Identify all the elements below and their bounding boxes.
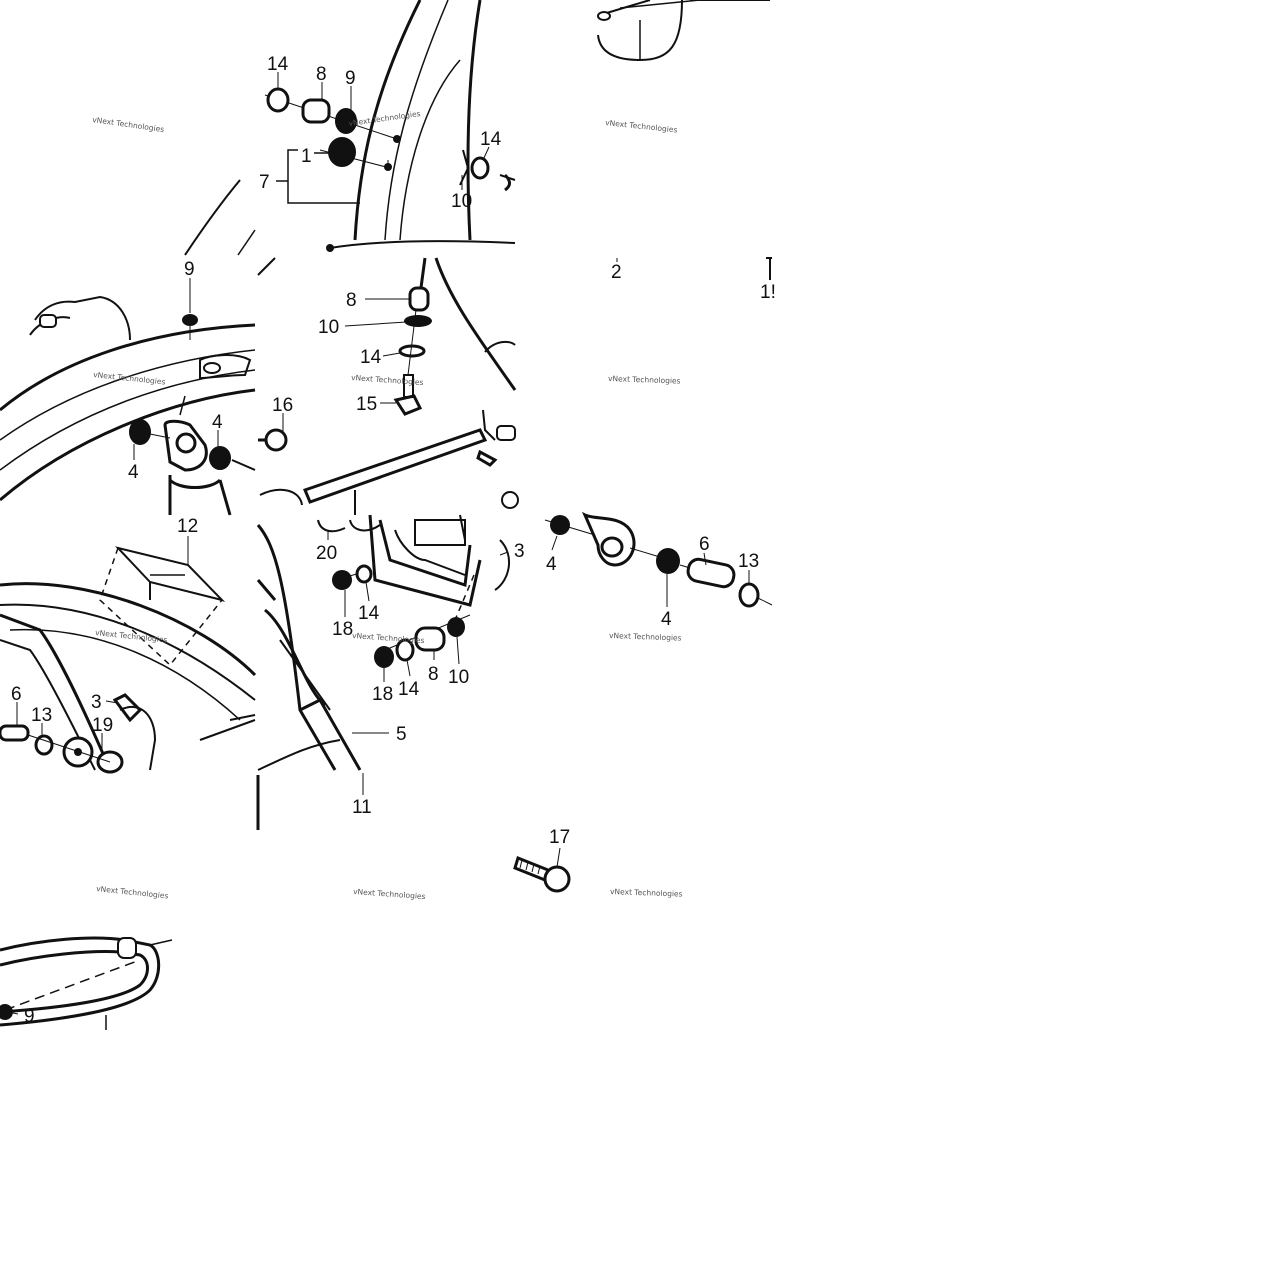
bushing-stack-upper <box>264 87 401 171</box>
callout: 19 <box>92 715 113 736</box>
frame-centre <box>257 257 519 515</box>
callout: 1 <box>301 146 312 167</box>
callout: 4 <box>128 462 139 483</box>
watermark-text: vNext Technologies <box>609 631 682 643</box>
callout: 14 <box>360 347 382 368</box>
callout: 2 <box>611 262 622 283</box>
callout: 9 <box>184 259 195 280</box>
callout: 12 <box>177 516 198 537</box>
nut-16 <box>258 428 288 452</box>
callout: 6 <box>11 684 22 705</box>
callout: 3 <box>91 692 102 713</box>
callout: 15 <box>356 394 377 415</box>
callout: 4 <box>546 554 557 575</box>
callout: 14 <box>358 603 380 624</box>
battery-box-12 <box>99 546 226 667</box>
callout: 4 <box>661 609 672 630</box>
fender-tip-part <box>597 0 770 62</box>
callout: 8 <box>316 64 327 85</box>
callout: 14 <box>480 129 502 150</box>
callout: 4 <box>212 412 223 433</box>
callout: 1! <box>760 282 776 303</box>
nut-9 <box>182 314 198 340</box>
right-edge-fragment <box>616 257 772 280</box>
watermark-text: vNext Technologies <box>353 887 426 901</box>
leader-lines <box>12 72 750 1015</box>
watermark-text: vNext Technologies <box>608 374 681 386</box>
callout: 10 <box>448 667 469 688</box>
watermark-text: vNext Technologies <box>610 887 683 899</box>
callout: 17 <box>549 827 570 848</box>
rear-fender-top <box>184 0 516 256</box>
watermark-text: vNext Technologies <box>348 109 421 128</box>
grab-rail <box>0 936 173 1030</box>
washer-10-14 <box>459 149 516 192</box>
callout: 14 <box>398 679 420 700</box>
callout: 16 <box>272 395 293 416</box>
callout: 13 <box>738 551 759 572</box>
callout-labels: 14 8 9 1 7 14 10 2 1! 9 16 4 4 8 10 14 1… <box>11 54 776 1027</box>
callout: 7 <box>259 172 270 193</box>
callout: 11 <box>352 797 372 818</box>
callout: 6 <box>699 534 710 555</box>
shock-lower-mount <box>544 511 773 608</box>
callout: 10 <box>451 191 472 212</box>
callout: 5 <box>396 724 407 745</box>
callout: 18 <box>372 684 393 705</box>
watermark-text: vNext Technologies <box>92 115 165 134</box>
callout: 3 <box>514 541 525 562</box>
callout: 20 <box>316 543 337 564</box>
bracket-7-1 <box>276 149 360 204</box>
axle-fasteners-left <box>0 724 124 774</box>
rear-wheel <box>0 582 257 771</box>
callout: 18 <box>332 619 353 640</box>
callout: 10 <box>318 317 339 338</box>
watermarks: vNext Technologies vNext Technologies vN… <box>92 109 683 901</box>
callout: 9 <box>24 1006 35 1027</box>
shock-absorber-upper <box>129 419 256 516</box>
callout: 9 <box>345 68 356 89</box>
callout: 14 <box>267 54 289 75</box>
swingarm-centre <box>256 514 511 771</box>
callout: 8 <box>346 290 357 311</box>
fender-row2 <box>0 295 256 502</box>
watermark-text: vNext Technologies <box>605 118 678 135</box>
bolt-17 <box>513 855 571 893</box>
fastener-stack-centre <box>393 286 432 416</box>
watermark-text: vNext Technologies <box>93 370 166 387</box>
callout: 13 <box>31 705 52 726</box>
callout: 8 <box>428 664 439 685</box>
fastener-set-18-14 <box>332 564 465 668</box>
watermark-text: vNext Technologies <box>96 884 169 901</box>
watermark-text: vNext Technologies <box>352 631 425 645</box>
